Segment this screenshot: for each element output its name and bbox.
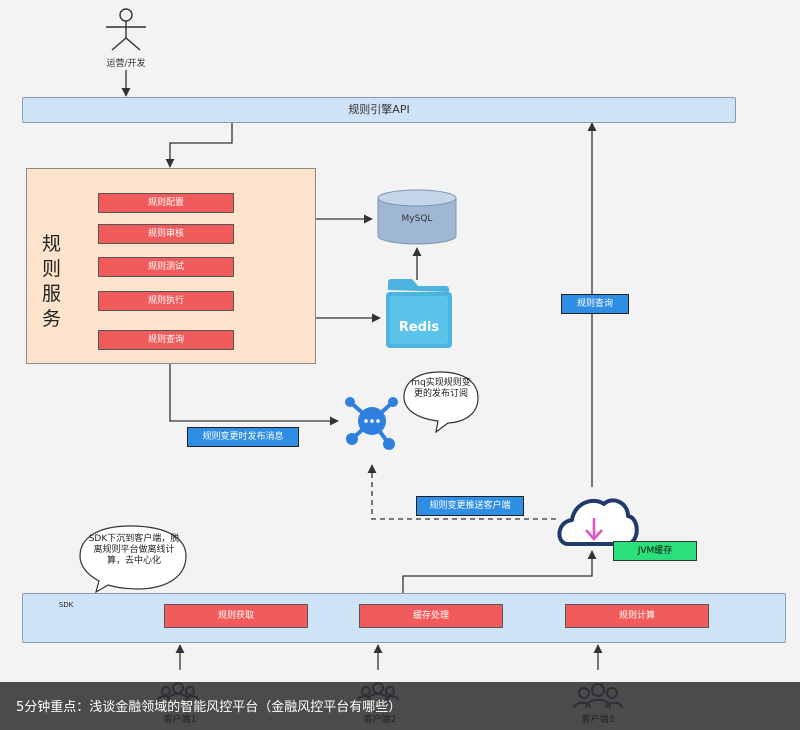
sdk-bubble-text: SDK下沉到客户端，脱离规则平台做离线计算，去中心化	[88, 534, 180, 566]
api-bar-label: 规则引擎API	[348, 103, 410, 116]
message-queue-icon	[345, 397, 398, 450]
sdk-badge-text: SDK	[58, 601, 74, 609]
rule-test-box: 规则测试	[98, 257, 234, 277]
rule-engine-api-bar: 规则引擎API	[22, 97, 736, 123]
change-publish-label: 规则变更时发布消息	[187, 427, 299, 447]
rule-config-box: 规则配置	[98, 193, 234, 213]
rule-compute-box: 规则计算	[565, 604, 709, 628]
rule-execute-box: 规则执行	[98, 291, 234, 311]
stick-figure-icon	[106, 8, 146, 51]
sdk-to-cloud-arrow	[402, 550, 597, 593]
push-client-label: 规则变更推送客户端	[416, 496, 524, 516]
service-to-mq-arrow	[169, 363, 339, 426]
caption-text: 5分钟重点：浅谈金融领域的智能风控平台（金融风控平台有哪些）	[16, 700, 402, 715]
mysql-label: MySQL	[401, 214, 433, 224]
push-to-mq-dashed-arrow	[367, 464, 556, 520]
rule-service-title: 规则服务	[42, 233, 62, 330]
actor-label: 运营/开发	[106, 59, 146, 69]
sdk-speech-bubble	[79, 525, 187, 594]
cloud-download-icon	[557, 498, 639, 546]
rule-query-box: 规则查询	[98, 330, 234, 350]
redis-label: Redis	[398, 320, 440, 335]
mysql-database-icon	[377, 189, 457, 245]
redis-folder-icon	[386, 279, 452, 348]
api-to-service-arrow	[165, 122, 233, 168]
rule-query-label: 规则查询	[561, 294, 629, 314]
client-2-label: 客户端2	[363, 715, 397, 725]
mq-speech-bubble	[403, 371, 479, 434]
jvm-cache-label: JVM缓存	[613, 541, 697, 561]
rule-review-box: 规则审核	[98, 224, 234, 244]
rule-fetch-box: 规则获取	[164, 604, 308, 628]
cache-process-box: 缓存处理	[359, 604, 503, 628]
client-3-label: 客户端3	[581, 715, 615, 725]
client-1-label: 客户端1	[163, 715, 197, 725]
mq-bubble-text: mq实现规则变更的发布订阅	[411, 378, 471, 399]
bottom-caption-banner	[0, 682, 800, 730]
